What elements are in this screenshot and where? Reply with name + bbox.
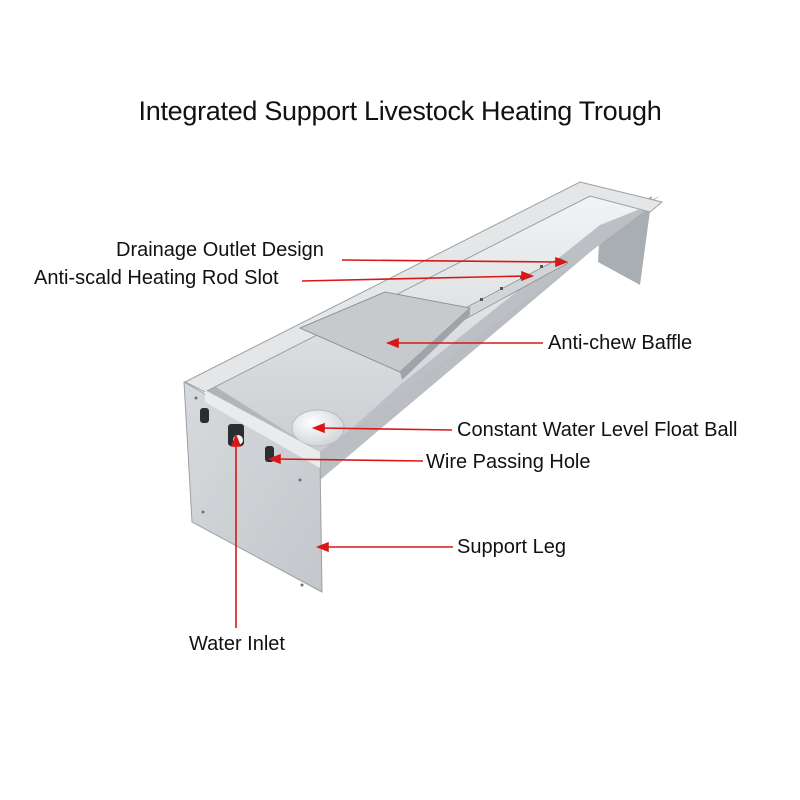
diagram-title: Integrated Support Livestock Heating Tro… (138, 96, 662, 126)
label-support-leg: Support Leg (457, 536, 566, 558)
leader-drainage (341, 259, 561, 263)
leader-float-ball (319, 427, 453, 431)
wire-hole-top (200, 408, 209, 423)
far-support-leg (598, 196, 652, 285)
trough-inner-slope (330, 203, 655, 448)
label-water-inlet: Water Inlet (189, 633, 285, 655)
label-anti-chew-baffle: Anti-chew Baffle (548, 332, 693, 354)
label-wire-passing-hole: Wire Passing Hole (426, 451, 591, 473)
label-float-ball: Constant Water Level Float Ball (457, 419, 738, 441)
label-heating-rod-slot: Anti-scald Heating Rod Slot (34, 267, 279, 289)
leader-heating-slot (301, 275, 527, 282)
label-drainage-outlet: Drainage Outlet Design (116, 239, 324, 261)
leader-wire-hole (275, 458, 424, 462)
